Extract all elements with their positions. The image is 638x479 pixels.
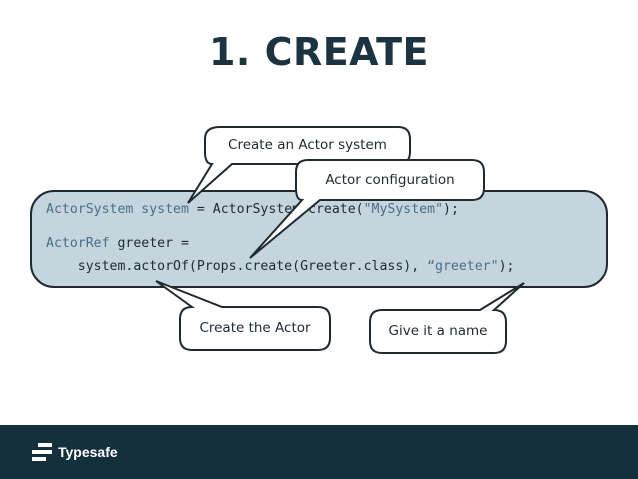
code-block — [30, 190, 608, 288]
code-string-greeter: “greeter" — [427, 259, 499, 274]
code-string-mysystem: "MySystem" — [363, 202, 444, 217]
brand-logo: Typesafe — [32, 443, 118, 461]
code-type-actorref: ActorRef — [46, 236, 110, 251]
code-line-3-end: ); — [498, 259, 515, 274]
slide-title: 1. CREATE — [208, 30, 430, 74]
code-var-system: system — [141, 202, 189, 217]
callout-create-system-bubble — [187, 126, 411, 204]
callout-create-actor-bubble — [155, 280, 331, 351]
callout-create-system-label: Create an Actor system — [228, 137, 387, 153]
callout-give-name-bubble — [369, 282, 525, 354]
code-line-3-call: system.actorOf(Props.create(Greeter.clas… — [46, 259, 428, 274]
code-line-2-rest: greeter = — [109, 236, 189, 251]
code-line-2: ActorRef greeter = — [46, 236, 189, 251]
code-line-1: ActorSystem system = ActorSystem.create(… — [46, 202, 459, 217]
typesafe-logo-icon — [32, 443, 52, 461]
code-line-1-end: ); — [443, 202, 459, 217]
callout-actor-config-bubble — [249, 159, 485, 259]
callout-give-name-label: Give it a name — [388, 323, 488, 339]
footer-bar: Typesafe — [0, 425, 638, 479]
code-line-1-call: = ActorSystem.create( — [188, 202, 364, 217]
brand-name: Typesafe — [58, 444, 118, 460]
callout-create-actor-label: Create the Actor — [199, 320, 311, 336]
callout-actor-config-label: Actor configuration — [325, 172, 455, 188]
code-type-actorsystem: ActorSystem — [46, 202, 134, 217]
code-line-3: system.actorOf(Props.create(Greeter.clas… — [46, 259, 515, 274]
